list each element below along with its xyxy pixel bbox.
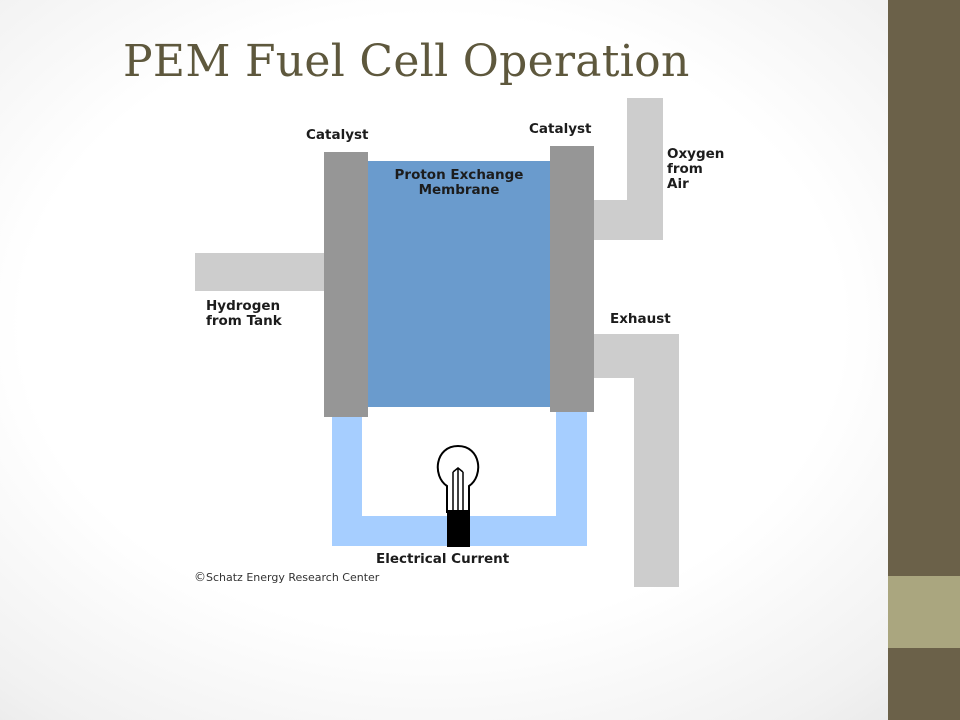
credit-text: Schatz Energy Research Center [206, 571, 380, 584]
oxygen-label: Oxygen from Air [667, 146, 725, 192]
copyright-icon: © [194, 570, 206, 584]
hydrogen-label: Hydrogen from Tank [206, 298, 282, 329]
sidebar-band-bottom [888, 648, 960, 720]
catalyst-right-layer [550, 146, 594, 412]
light-bulb-icon [436, 444, 480, 547]
oxygen-pipe [592, 98, 663, 240]
exhaust-label: Exhaust [610, 311, 671, 327]
electrical-current-label: Electrical Current [376, 551, 510, 567]
sidebar-band-middle [888, 576, 960, 648]
exhaust-pipe [592, 334, 679, 587]
membrane-label: Proton Exchange Membrane [394, 167, 524, 198]
hydrogen-pipe [195, 253, 327, 291]
catalyst-left-label: Catalyst [306, 127, 369, 143]
sidebar-band-top [888, 0, 960, 576]
proton-exchange-membrane [368, 161, 550, 407]
sidebar-decoration [888, 0, 960, 720]
catalyst-left-layer [324, 152, 368, 417]
catalyst-right-label: Catalyst [529, 121, 592, 137]
slide-title: PEM Fuel Cell Operation [123, 36, 690, 87]
credit-line: ©Schatz Energy Research Center [194, 570, 380, 585]
